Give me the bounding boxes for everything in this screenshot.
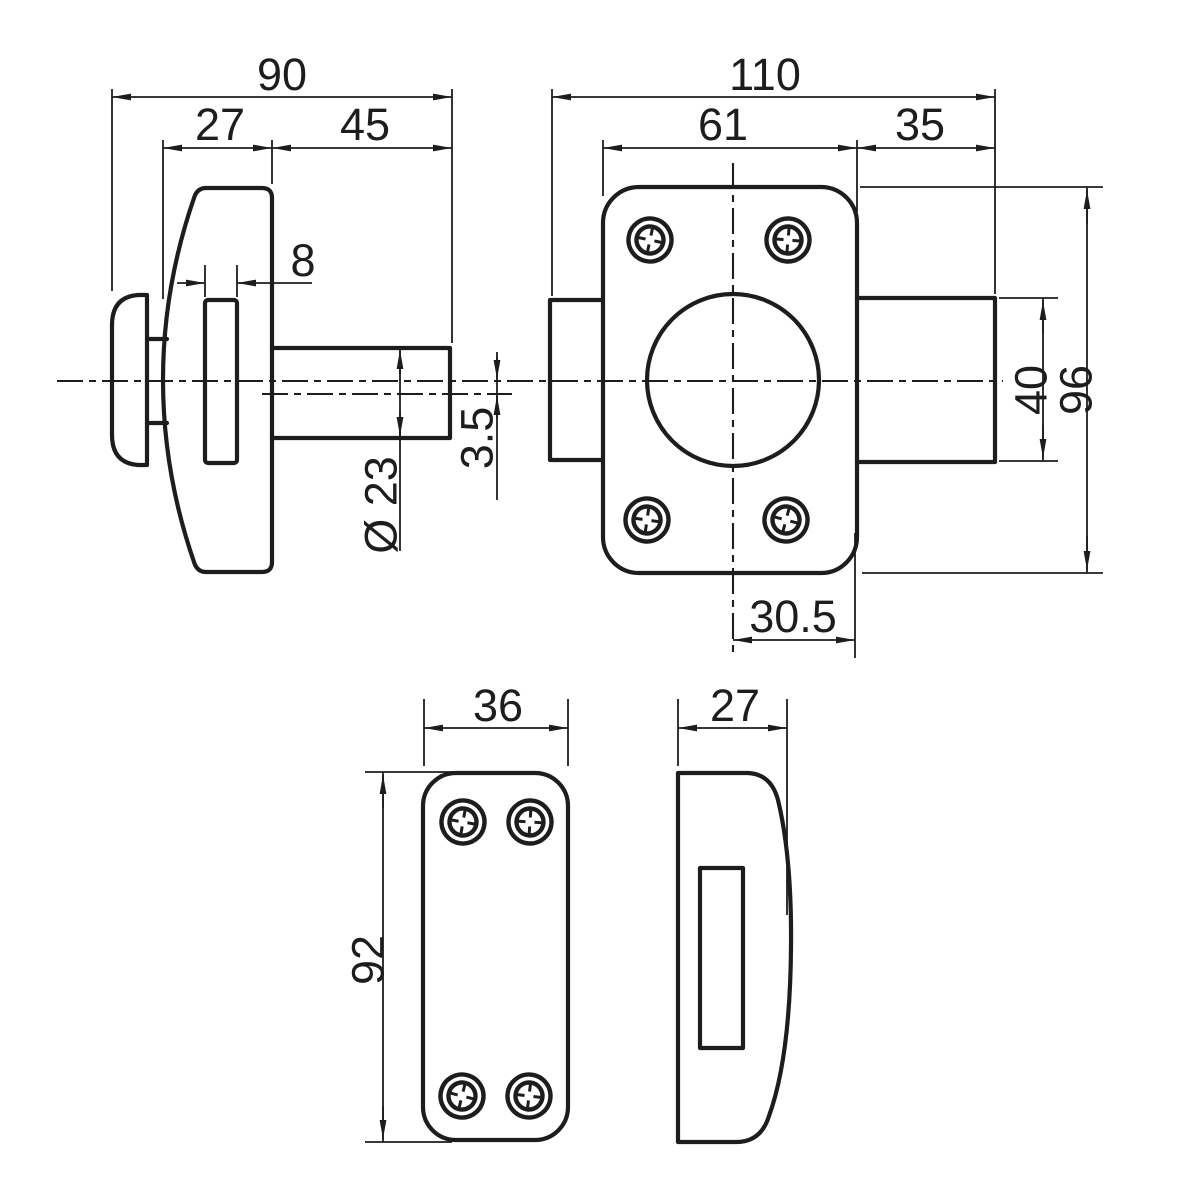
strike-plate-front-view bbox=[365, 699, 571, 1143]
dim-label-strike-depth: 27 bbox=[710, 680, 760, 731]
screw-icon bbox=[438, 797, 488, 847]
dim-label-total-depth: 90 bbox=[257, 49, 307, 100]
dim-label-bolt-height: 40 bbox=[1006, 365, 1057, 415]
screw-icon bbox=[760, 494, 813, 547]
centerlines bbox=[57, 163, 1003, 658]
lock-body-outline bbox=[600, 184, 860, 576]
strike-plate-side-slot bbox=[697, 865, 746, 1051]
screw-icon bbox=[624, 214, 675, 265]
dim-label-slot-width: 8 bbox=[290, 235, 315, 286]
dim-label-knob-depth: 27 bbox=[195, 99, 245, 150]
dim-label-cylinder-extension: 35 bbox=[895, 99, 945, 150]
rosette-slot bbox=[202, 297, 240, 466]
side-view bbox=[109, 89, 501, 575]
side-view-outlines bbox=[109, 185, 453, 575]
strike-plate-side-dimensions bbox=[677, 699, 788, 915]
strike-plate-side-view bbox=[675, 699, 794, 1145]
side-view-dimensions bbox=[111, 89, 501, 551]
rosette-outline bbox=[160, 185, 275, 575]
thumb-knob-outline bbox=[109, 292, 150, 468]
dimension-labels: 90 27 45 8 Ø 23 3.5 110 61 35 40 96 30.5… bbox=[195, 49, 1102, 985]
screw-icon bbox=[507, 799, 553, 845]
strike-plate-side-outline bbox=[675, 770, 794, 1145]
screw-icon bbox=[505, 1072, 553, 1120]
cylinder-shaft-outline bbox=[269, 345, 453, 441]
dim-label-strike-width: 36 bbox=[473, 680, 523, 731]
bolt-right-outline bbox=[854, 295, 998, 465]
front-view-outlines bbox=[547, 184, 998, 576]
dim-label-axis-offset: 3.5 bbox=[452, 407, 503, 470]
front-view-dimensions bbox=[551, 89, 1103, 658]
strike-plate-outline bbox=[420, 770, 571, 1143]
strike-plate-dimensions bbox=[365, 699, 569, 1143]
dim-label-center-to-edge: 30.5 bbox=[749, 591, 837, 642]
dim-label-strike-height: 92 bbox=[343, 935, 394, 985]
screw-icon bbox=[765, 217, 812, 264]
dim-label-body-height: 96 bbox=[1051, 365, 1102, 415]
dim-label-body-width: 61 bbox=[698, 99, 748, 150]
cylinder-hole bbox=[644, 291, 822, 469]
dim-label-cylinder-diameter: Ø 23 bbox=[356, 456, 407, 554]
dim-label-total-width: 110 bbox=[729, 49, 801, 100]
front-view bbox=[547, 89, 1103, 658]
screw-icon bbox=[436, 1070, 488, 1122]
strike-plate-side-outlines bbox=[675, 770, 794, 1145]
screw-icon bbox=[623, 496, 672, 545]
bolt-left-outline bbox=[547, 297, 606, 463]
strike-plate-screws bbox=[436, 797, 553, 1122]
strike-plate-outlines bbox=[420, 770, 571, 1143]
dim-label-cylinder-length: 45 bbox=[340, 99, 390, 150]
